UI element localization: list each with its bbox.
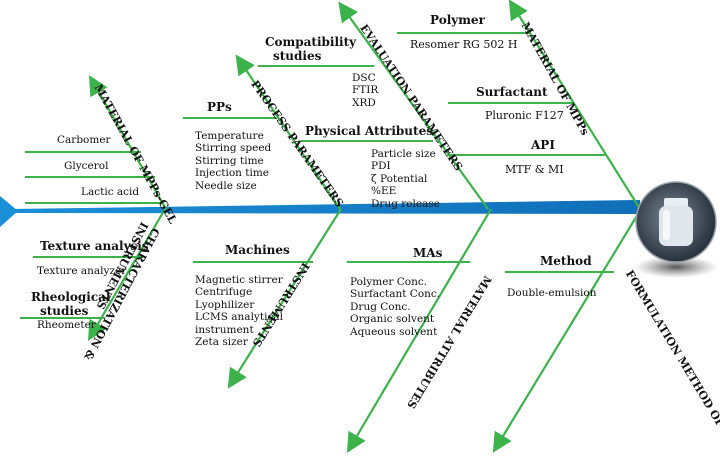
list-item: Injection time bbox=[195, 167, 270, 180]
gel-item-glycerol: Glycerol bbox=[64, 160, 109, 172]
branch-material-gel bbox=[89, 75, 167, 210]
machines-title: Machines bbox=[225, 243, 290, 257]
surfactant-item: Pluronic F127 bbox=[485, 109, 564, 122]
gel-item-carbomer: Carbomer bbox=[57, 134, 111, 146]
polymer-title: Polymer bbox=[430, 13, 485, 27]
mas-items: Polymer Conc. Surfactant Conc. Drug Conc… bbox=[350, 276, 440, 338]
list-item: Stirring speed bbox=[195, 142, 272, 155]
list-item: ζ Potential bbox=[371, 172, 428, 185]
branch-instruments bbox=[227, 208, 342, 389]
vial-shadow bbox=[634, 256, 718, 278]
compatibility-items: DSC FTIR XRD bbox=[352, 72, 378, 109]
compatibility-title-line2: studies bbox=[273, 49, 322, 63]
list-item: Temperature bbox=[195, 130, 264, 142]
list-item: Aqueous solvent bbox=[350, 325, 438, 338]
spine-arrow-tail bbox=[0, 196, 18, 227]
compatibility-title-line1: Compatibility bbox=[265, 35, 357, 49]
list-item: Surfactant Conc. bbox=[350, 288, 441, 301]
spine bbox=[10, 200, 640, 214]
list-item: Centrifuge bbox=[195, 286, 253, 299]
list-item: instrument bbox=[195, 323, 254, 336]
physical-items: Particle size PDI ζ Potential %EE Drug r… bbox=[371, 148, 440, 210]
branch-characterization bbox=[88, 208, 166, 341]
physical-title: Physical Attributes bbox=[305, 124, 433, 138]
rheo-title: Rheological studies bbox=[31, 290, 111, 318]
rheo-title-line1: Rheological bbox=[31, 290, 111, 304]
list-item: %EE bbox=[371, 185, 397, 198]
branch-formulation bbox=[492, 208, 642, 453]
list-item: Magnetic stirrer bbox=[195, 274, 283, 286]
machines-items: Magnetic stirrer Centrifuge Lyophilizer … bbox=[195, 274, 283, 348]
list-item: Lyophilizer bbox=[195, 298, 255, 311]
branch-material-mpps bbox=[508, 0, 641, 210]
vial-photo-icon bbox=[635, 181, 717, 263]
list-item: PDI bbox=[371, 160, 391, 173]
texture-item: Texture analyzer bbox=[37, 265, 127, 277]
list-item: Drug Conc. bbox=[350, 300, 411, 313]
method-title: Method bbox=[540, 254, 592, 268]
polymer-item: Resomer RG 502 H bbox=[410, 38, 518, 51]
api-title: API bbox=[531, 138, 555, 152]
rheo-item: Rheometer bbox=[37, 319, 96, 331]
gel-item-lactic: Lactic acid bbox=[81, 186, 140, 198]
list-item: XRD bbox=[352, 96, 376, 109]
branch-material-attributes bbox=[346, 208, 492, 453]
compatibility-title: Compatibility studies bbox=[265, 35, 356, 63]
pps-title: PPs bbox=[207, 100, 232, 114]
branch-process bbox=[235, 54, 341, 210]
list-item: DSC bbox=[352, 72, 376, 84]
surfactant-title: Surfactant bbox=[476, 85, 548, 99]
pps-items: Temperature Stirring speed Stirring time… bbox=[195, 130, 271, 192]
list-item: Particle size bbox=[371, 148, 436, 160]
rheo-title-line2: studies bbox=[40, 304, 89, 318]
list-item: Zeta sizer bbox=[195, 336, 248, 349]
list-item: LCMS analytical bbox=[195, 311, 283, 324]
branch-evaluation bbox=[338, 1, 489, 210]
list-item: Polymer Conc. bbox=[350, 276, 428, 288]
list-item: Organic solvent bbox=[350, 313, 435, 326]
list-item: FTIR bbox=[352, 84, 379, 97]
list-item: Needle size bbox=[195, 179, 257, 192]
texture-title: Texture analysis bbox=[40, 239, 149, 253]
method-item: Double-emulsion bbox=[507, 287, 597, 299]
mas-title: MAs bbox=[413, 246, 443, 260]
list-item: Stirring time bbox=[195, 154, 264, 167]
list-item: Drug release bbox=[371, 197, 440, 210]
api-item: MTF & MI bbox=[505, 163, 564, 176]
